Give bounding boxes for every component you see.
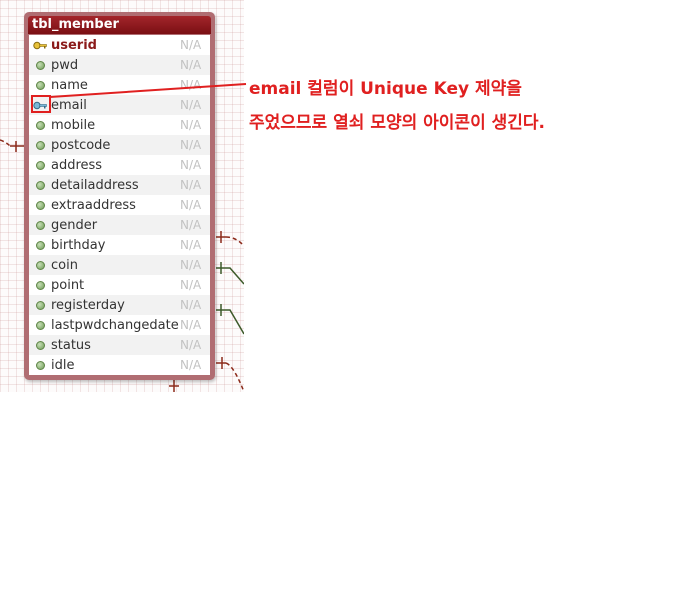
column-row-mobile[interactable]: mobile N/A [29,115,210,135]
relationship-connectors [0,139,244,392]
column-row-coin[interactable]: coin N/A [29,255,210,275]
relation-birthday [216,231,244,247]
column-type: N/A [180,38,202,52]
column-dot-icon [29,120,51,130]
table-tbl-member[interactable]: tbl_member userid N/A pwd N/A name N/A e… [24,12,215,380]
column-row-extraaddress[interactable]: extraaddress N/A [29,195,210,215]
column-row-point[interactable]: point N/A [29,275,210,295]
column-dot-icon [29,80,51,90]
relation-bottom [169,380,179,392]
column-name: status [51,337,91,353]
column-row-postcode[interactable]: postcode N/A [29,135,210,155]
column-type: N/A [180,218,202,232]
relation-coin [216,262,244,285]
column-name: coin [51,257,78,273]
column-type: N/A [180,238,202,252]
annotation-line-1: email 컬럼이 Unique Key 제약을 [249,79,522,99]
column-type: N/A [180,318,202,332]
column-type: N/A [180,258,202,272]
column-name: email [51,97,87,113]
unique-key-highlight-box [31,95,51,113]
unique-key-icon [29,101,51,110]
column-name: postcode [51,137,111,153]
column-type: N/A [180,178,202,192]
column-dot-icon [29,260,51,270]
column-dot-icon [29,140,51,150]
column-type: N/A [180,358,202,372]
relation-idle [216,357,244,392]
column-type: N/A [180,118,202,132]
column-row-address[interactable]: address N/A [29,155,210,175]
column-name: point [51,277,85,293]
column-list: userid N/A pwd N/A name N/A email N/A mo… [29,35,210,375]
column-type: N/A [180,138,202,152]
column-name: pwd [51,57,79,73]
column-name: idle [51,357,75,373]
column-dot-icon [29,60,51,70]
column-type: N/A [180,298,202,312]
column-type: N/A [180,98,202,112]
primary-key-icon [29,41,51,50]
column-row-pwd[interactable]: pwd N/A [29,55,210,75]
column-row-registerday[interactable]: registerday N/A [29,295,210,315]
column-dot-icon [29,180,51,190]
column-type: N/A [180,158,202,172]
column-name: registerday [51,297,125,313]
column-row-detailaddress[interactable]: detailaddress N/A [29,175,210,195]
column-row-status[interactable]: status N/A [29,335,210,355]
column-dot-icon [29,220,51,230]
column-row-lastpwdchangedate[interactable]: lastpwdchangedate N/A [29,315,210,335]
column-dot-icon [29,200,51,210]
column-name: name [51,77,88,93]
column-row-email[interactable]: email N/A [29,95,210,115]
column-dot-icon [29,360,51,370]
column-name: extraaddress [51,197,136,213]
column-name: address [51,157,103,173]
column-name: mobile [51,117,96,133]
column-type: N/A [180,198,202,212]
column-type: N/A [180,338,202,352]
column-row-userid[interactable]: userid N/A [29,35,210,55]
column-name: gender [51,217,98,233]
column-name: lastpwdchangedate [51,317,179,333]
annotation-pointer [49,83,247,98]
column-name: userid [51,37,97,53]
column-dot-icon [29,160,51,170]
column-type: N/A [180,278,202,292]
column-row-idle[interactable]: idle N/A [29,355,210,375]
column-row-gender[interactable]: gender N/A [29,215,210,235]
column-row-birthday[interactable]: birthday N/A [29,235,210,255]
column-dot-icon [29,300,51,310]
column-dot-icon [29,340,51,350]
column-name: birthday [51,237,106,253]
column-dot-icon [29,320,51,330]
relation-registerday [216,304,244,335]
column-row-name[interactable]: name N/A [29,75,210,95]
column-dot-icon [29,240,51,250]
column-name: detailaddress [51,177,139,193]
table-title[interactable]: tbl_member [28,16,211,34]
column-type: N/A [180,58,202,72]
column-dot-icon [29,280,51,290]
relation-left [0,139,24,152]
annotation-line-2: 주었으므로 열쇠 모양의 아이콘이 생긴다. [249,113,546,133]
